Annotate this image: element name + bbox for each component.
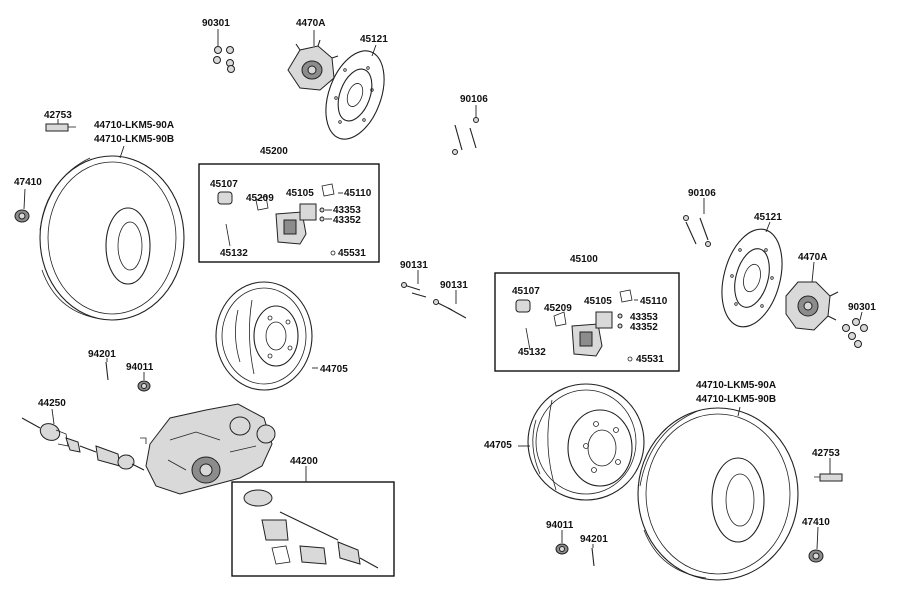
nut-icon (808, 549, 824, 563)
bolt-icon (591, 547, 595, 567)
nut-icon (842, 318, 868, 348)
label-42753-a: 42753 (44, 110, 72, 121)
label-90301-a: 90301 (202, 18, 230, 29)
label-44710B-b: 44710-LKM5-90B (696, 394, 776, 405)
brake-caliper-icon (515, 289, 633, 362)
wheel-hub-icon (785, 281, 839, 331)
drive-shaft-kit-box-44200 (231, 481, 395, 577)
nut-icon (137, 380, 151, 392)
label-4470A-b: 4470A (798, 252, 827, 263)
brake-disc-icon (721, 228, 783, 328)
label-45105-a: 45105 (286, 188, 314, 199)
label-45121-b: 45121 (754, 212, 782, 223)
label-45100: 45100 (570, 254, 598, 265)
drive-shaft-icon (243, 489, 379, 569)
label-90106-b: 90106 (688, 188, 716, 199)
label-44710A-a: 44710-LKM5-90A (94, 120, 174, 131)
label-94201-a: 94201 (88, 349, 116, 360)
label-94011-b: 94011 (546, 520, 574, 531)
label-45200: 45200 (260, 146, 288, 157)
nut-icon (814, 473, 843, 482)
label-44705-a: 44705 (320, 364, 348, 375)
nut-icon (14, 209, 30, 223)
bolt-icon (401, 282, 467, 319)
nut-icon (555, 543, 569, 555)
label-43352-a: 43352 (333, 215, 361, 226)
label-45105-b: 45105 (584, 296, 612, 307)
label-44705-b: 44705 (484, 440, 512, 451)
bolt-icon (683, 215, 711, 247)
caliper-kit-box-45100 (494, 272, 680, 372)
caliper-kit-box-45200 (198, 163, 380, 263)
label-45107-b: 45107 (512, 286, 540, 297)
label-43353-b: 43353 (630, 312, 658, 323)
label-44710A-b: 44710-LKM5-90A (696, 380, 776, 391)
label-94201-b: 94201 (580, 534, 608, 545)
label-43352-b: 43352 (630, 322, 658, 333)
drive-shaft-icon (21, 417, 145, 471)
label-44250: 44250 (38, 398, 66, 409)
label-45107-a: 45107 (210, 179, 238, 190)
brake-caliper-icon (217, 183, 336, 256)
label-4470A-a: 4470A (296, 18, 325, 29)
label-44200: 44200 (290, 456, 318, 467)
label-45121-a: 45121 (360, 34, 388, 45)
label-90106-a: 90106 (460, 94, 488, 105)
label-45110-a: 45110 (344, 188, 372, 199)
wheel-rim-icon (215, 281, 313, 391)
label-45209-a: 45209 (246, 193, 274, 204)
label-43353-a: 43353 (333, 205, 361, 216)
label-45531-a: 45531 (338, 248, 366, 259)
label-45132-b: 45132 (518, 347, 546, 358)
tire-icon (39, 155, 185, 321)
label-42753-b: 42753 (812, 448, 840, 459)
label-90131-b: 90131 (440, 280, 468, 291)
label-90301-b: 90301 (848, 302, 876, 313)
label-45209-b: 45209 (544, 303, 572, 314)
label-44710B-a: 44710-LKM5-90B (94, 134, 174, 145)
nut-icon (45, 123, 76, 132)
label-94011-a: 94011 (126, 362, 154, 373)
bolt-icon (105, 361, 109, 381)
differential-icon (140, 403, 276, 495)
label-47410-a: 47410 (14, 177, 42, 188)
wheel-rim-icon (527, 383, 645, 501)
brake-disc-icon (325, 50, 385, 140)
bolt-icon (452, 117, 479, 155)
nut-icon (213, 46, 235, 73)
tire-icon (637, 407, 799, 581)
label-45110-b: 45110 (640, 296, 668, 307)
label-45132-a: 45132 (220, 248, 248, 259)
label-47410-b: 47410 (802, 517, 830, 528)
label-90131-a: 90131 (400, 260, 428, 271)
label-45531-b: 45531 (636, 354, 664, 365)
wheel-hub-icon (287, 39, 339, 91)
